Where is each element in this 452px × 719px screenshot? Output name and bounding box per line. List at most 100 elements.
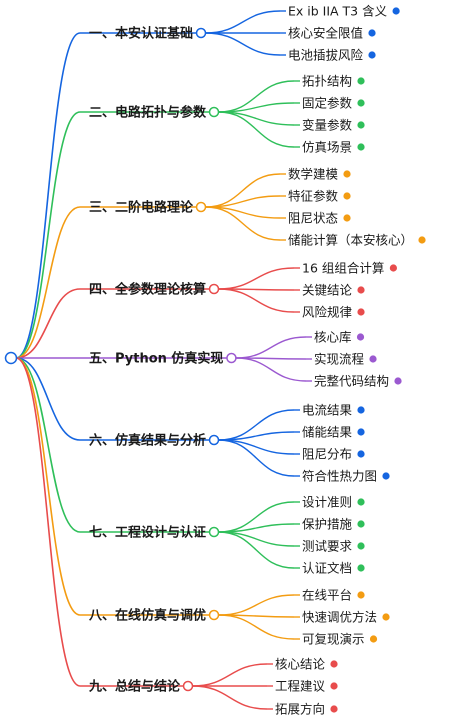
- leaf-dot-icon[interactable]: [330, 660, 338, 668]
- branch-connector: [15, 357, 81, 441]
- leaf-label: 符合性热力图: [302, 469, 377, 484]
- leaf-dot-icon[interactable]: [357, 498, 365, 506]
- leaf-dot-icon[interactable]: [368, 51, 376, 59]
- leaf-label: 快速调优方法: [302, 610, 377, 625]
- branch-toggle-node[interactable]: [208, 106, 220, 118]
- branch-toggle-node[interactable]: [195, 27, 207, 39]
- leaf-label: 特征参数: [288, 189, 339, 204]
- branch-label: 九、总结与结论: [88, 679, 181, 695]
- leaf-dot-icon[interactable]: [357, 286, 365, 294]
- leaf-label: 核心安全限值: [288, 26, 363, 41]
- leaf-connector: [235, 336, 307, 359]
- branch-connector: [15, 357, 81, 687]
- leaf-label: 储能计算（本安核心）: [288, 233, 413, 248]
- leaf-dot-icon[interactable]: [369, 355, 377, 363]
- leaf-dot-icon[interactable]: [394, 377, 402, 385]
- leaf-connector: [218, 531, 295, 569]
- leaf-dot-icon[interactable]: [357, 406, 365, 414]
- leaf-label: 阻尼分布: [302, 447, 352, 462]
- leaf-connector: [218, 111, 295, 148]
- leaf-dot-icon[interactable]: [356, 333, 365, 341]
- leaf-dot-icon[interactable]: [357, 99, 365, 107]
- leaf-connector: [218, 267, 295, 290]
- leaf-label: 变量参数: [302, 118, 353, 133]
- leaf-dot-icon[interactable]: [418, 236, 426, 244]
- leaf-dot-icon[interactable]: [343, 192, 351, 200]
- leaf-label: 完整代码结构: [314, 374, 389, 389]
- leaf-connector: [205, 206, 281, 241]
- leaf-label: 实现流程: [314, 352, 365, 367]
- branch-toggle-node[interactable]: [226, 352, 237, 364]
- mindmap-nodes: 一、本安认证基础 Ex ib IIA T3 含义核心安全限值电池插拔风险二、电路拓…: [88, 4, 426, 717]
- leaf-connector: [205, 32, 281, 56]
- leaf-dot-icon[interactable]: [357, 542, 365, 550]
- leaf-dot-icon[interactable]: [357, 143, 365, 151]
- leaf-label: Ex ib IIA T3 含义: [288, 4, 388, 19]
- branch-label: 四、全参数理论核算: [89, 282, 206, 298]
- branch-connector: [15, 288, 81, 359]
- leaf-dot-icon[interactable]: [357, 77, 365, 85]
- leaf-connector: [192, 685, 268, 710]
- leaf-dot-icon[interactable]: [330, 682, 338, 690]
- leaf-connector: [205, 173, 281, 208]
- leaf-label: 拓扑结构: [302, 74, 352, 89]
- leaf-connector: [218, 531, 295, 547]
- leaf-label: 16 组组合计算: [302, 261, 384, 276]
- leaf-label: 关键结论: [302, 283, 353, 298]
- leaf-dot-icon[interactable]: [368, 29, 376, 37]
- leaf-label: 测试要求: [302, 539, 353, 554]
- leaf-dot-icon[interactable]: [392, 7, 400, 15]
- leaf-label: 拓展方向: [275, 702, 325, 717]
- leaf-connector: [218, 614, 295, 640]
- branch-connector: [15, 357, 81, 616]
- branch-toggle-node[interactable]: [208, 609, 220, 621]
- leaf-label: 工程建议: [275, 679, 326, 694]
- branch-toggle-node[interactable]: [195, 201, 207, 213]
- leaf-dot-icon[interactable]: [343, 214, 351, 222]
- branch-toggle-node[interactable]: [208, 526, 220, 538]
- leaf-dot-icon[interactable]: [389, 264, 397, 272]
- branch-label: 七、工程设计与认证: [89, 525, 206, 541]
- leaf-connector: [218, 439, 295, 455]
- leaf-dot-icon[interactable]: [357, 121, 365, 129]
- branch-toggle-node[interactable]: [208, 434, 220, 446]
- root-node[interactable]: [4, 351, 18, 365]
- leaf-dot-icon[interactable]: [330, 705, 338, 713]
- leaf-label: 在线平台: [302, 588, 352, 603]
- leaf-label: 储能结果: [302, 425, 353, 440]
- leaf-dot-icon[interactable]: [343, 170, 351, 178]
- leaf-label: 固定参数: [302, 96, 353, 111]
- branch-connector: [15, 206, 81, 359]
- branch-label: 八、在线仿真与调优: [88, 608, 206, 624]
- leaf-label: 电流结果: [302, 403, 353, 418]
- leaf-label: 阻尼状态: [288, 211, 338, 226]
- leaf-dot-icon[interactable]: [357, 450, 365, 458]
- leaf-label: 核心结论: [275, 657, 326, 672]
- branch-toggle-node[interactable]: [208, 283, 220, 295]
- leaf-label: 认证文档: [302, 561, 352, 576]
- branch-label: 五、Python 仿真实现: [89, 351, 223, 367]
- leaf-dot-icon[interactable]: [357, 564, 365, 572]
- leaf-dot-icon[interactable]: [357, 428, 365, 436]
- leaf-dot-icon[interactable]: [357, 591, 365, 599]
- leaf-dot-icon[interactable]: [357, 308, 365, 316]
- leaf-connector: [235, 357, 307, 382]
- branch-label: 六、仿真结果与分析: [89, 433, 206, 449]
- branch-label: 二、电路拓扑与参数: [89, 105, 207, 121]
- leaf-dot-icon[interactable]: [369, 635, 378, 643]
- leaf-connector: [218, 288, 295, 313]
- branch-label: 三、二阶电路理论: [89, 200, 194, 216]
- branch-connector: [15, 32, 81, 359]
- branch-connector: [15, 357, 81, 533]
- branch-label: 一、本安认证基础: [89, 26, 193, 42]
- leaf-label: 仿真场景: [302, 140, 352, 155]
- leaf-label: 设计准则: [302, 495, 352, 510]
- leaf-dot-icon[interactable]: [382, 472, 390, 480]
- leaf-dot-icon[interactable]: [357, 520, 365, 528]
- branch-toggle-node[interactable]: [182, 680, 194, 692]
- leaf-label: 核心库: [314, 330, 352, 345]
- leaf-label: 电池插拔风险: [288, 48, 364, 63]
- leaf-dot-icon[interactable]: [382, 613, 390, 621]
- leaf-connector: [192, 663, 268, 687]
